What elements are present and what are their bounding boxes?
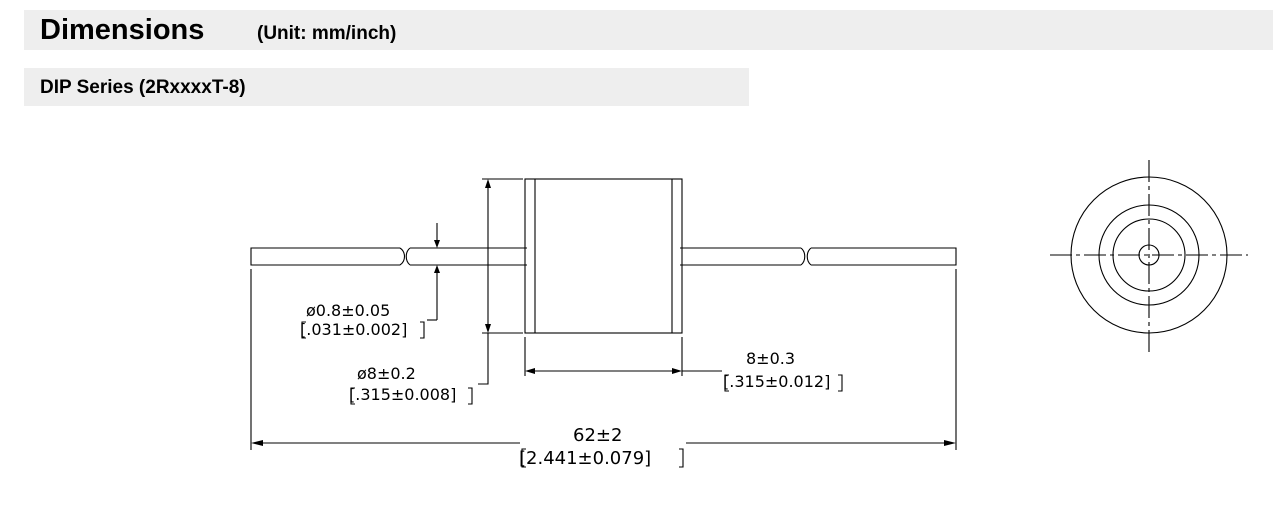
total-length-inch: [2.441±0.079] [519,448,651,469]
lead-diameter-mm: ø0.8±0.05 [306,301,390,320]
lead-diameter-inch: [.031±0.002] [300,320,407,339]
left-lead [250,247,527,266]
series-title: DIP Series (2RxxxxT-8) [40,77,246,98]
right-lead [680,247,957,266]
series-header: DIP Series (2RxxxxT-8) [24,68,749,106]
inch-brackets [301,321,843,468]
body-diameter-mm: ø8±0.2 [357,364,416,383]
end-view [1050,160,1248,352]
unit-label: (Unit: mm/inch) [257,23,397,44]
body-diameter-inch: [.315±0.008] [349,385,456,404]
total-length-mm: 62±2 [573,425,622,446]
body-diameter-dimension [478,178,523,385]
total-length-dimension [250,269,957,450]
component-body [524,178,683,334]
section-header: Dimensions (Unit: mm/inch) [24,10,1273,50]
section-title: Dimensions [40,14,205,46]
body-length-inch: [.315±0.012] [723,372,830,391]
body-length-mm: 8±0.3 [746,349,795,368]
lead-diameter-dimension [427,223,440,321]
body-length-dimension [524,337,722,376]
